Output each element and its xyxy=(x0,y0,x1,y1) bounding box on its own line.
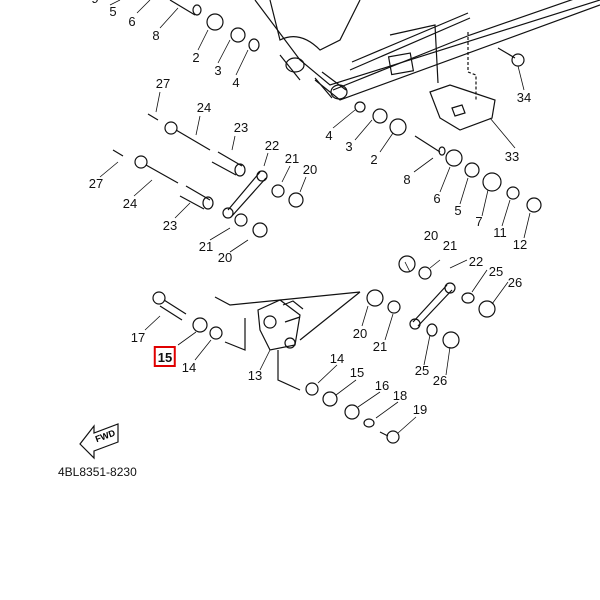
part-label[interactable]: 34 xyxy=(516,90,532,105)
part-label[interactable]: 26 xyxy=(432,373,448,388)
part-label[interactable]: 23 xyxy=(233,120,249,135)
part-label[interactable]: 2 xyxy=(370,152,378,167)
part-13-relay-arm xyxy=(257,299,304,351)
part-label[interactable]: 20 xyxy=(423,228,439,243)
part-label[interactable]: 4 xyxy=(325,128,333,143)
part-label[interactable]: 20 xyxy=(217,250,233,265)
part-label[interactable]: 23 xyxy=(162,218,178,233)
part-label[interactable]: 9 xyxy=(91,0,98,5)
part-label[interactable]: 13 xyxy=(247,368,263,383)
part-label[interactable]: 26 xyxy=(507,275,523,290)
part-17-bolt xyxy=(152,291,187,321)
part-label[interactable]: 27 xyxy=(88,176,104,191)
part-label[interactable]: 8 xyxy=(152,28,160,43)
part-label[interactable]: 4 xyxy=(232,75,240,90)
part-label[interactable]: 16 xyxy=(374,378,390,393)
part-label[interactable]: 8 xyxy=(403,172,411,187)
part-label[interactable]: 27 xyxy=(155,76,171,91)
part-label[interactable]: 20 xyxy=(302,162,318,177)
part-label-highlighted[interactable]: 15 xyxy=(153,346,177,367)
part-label[interactable]: 25 xyxy=(414,363,430,378)
part-label[interactable]: 3 xyxy=(214,63,222,78)
part-label[interactable]: 17 xyxy=(130,330,146,345)
part-label[interactable]: 5 xyxy=(109,4,117,19)
part-label[interactable]: 7 xyxy=(475,214,483,229)
part-label[interactable]: 24 xyxy=(196,100,212,115)
part-label[interactable]: 12 xyxy=(512,237,528,252)
diagram-code: 4BL8351-8230 xyxy=(58,465,137,479)
bushings-top-left xyxy=(169,0,260,52)
part-label[interactable]: 18 xyxy=(392,388,408,403)
fwd-arrow: FWD xyxy=(78,420,123,465)
part-label[interactable]: 33 xyxy=(504,149,520,164)
part-label[interactable]: 22 xyxy=(264,138,280,153)
part-label[interactable]: 11 xyxy=(493,225,507,240)
part-label[interactable]: 19 xyxy=(412,402,428,417)
part-label[interactable]: 22 xyxy=(468,254,484,269)
fwd-arrow-icon xyxy=(79,423,119,460)
part-34-bolt xyxy=(497,47,525,67)
part-33-guide xyxy=(429,84,496,131)
part-label[interactable]: 21 xyxy=(284,151,300,166)
swingarm xyxy=(254,0,600,101)
part-label[interactable]: 25 xyxy=(488,264,504,279)
bushings-right xyxy=(354,101,542,213)
part-label[interactable]: 6 xyxy=(128,14,136,29)
part-label[interactable]: 5 xyxy=(454,203,462,218)
part-label[interactable]: 3 xyxy=(345,139,353,154)
part-label[interactable]: 20 xyxy=(352,326,368,341)
part-label[interactable]: 15 xyxy=(349,365,365,380)
part-label[interactable]: 2 xyxy=(192,50,200,65)
part-22-link xyxy=(227,171,267,217)
part-label[interactable]: 14 xyxy=(329,351,345,366)
part-label[interactable]: 21 xyxy=(372,339,388,354)
part-label[interactable]: 6 xyxy=(433,191,441,206)
spacers-23 xyxy=(179,151,246,210)
part-label[interactable]: 24 xyxy=(122,196,138,211)
part-label[interactable]: 14 xyxy=(181,360,197,375)
leader-lines xyxy=(99,0,531,434)
part-label[interactable]: 21 xyxy=(198,239,214,254)
part-label[interactable]: 21 xyxy=(442,238,458,253)
bolts-24 xyxy=(112,113,211,184)
